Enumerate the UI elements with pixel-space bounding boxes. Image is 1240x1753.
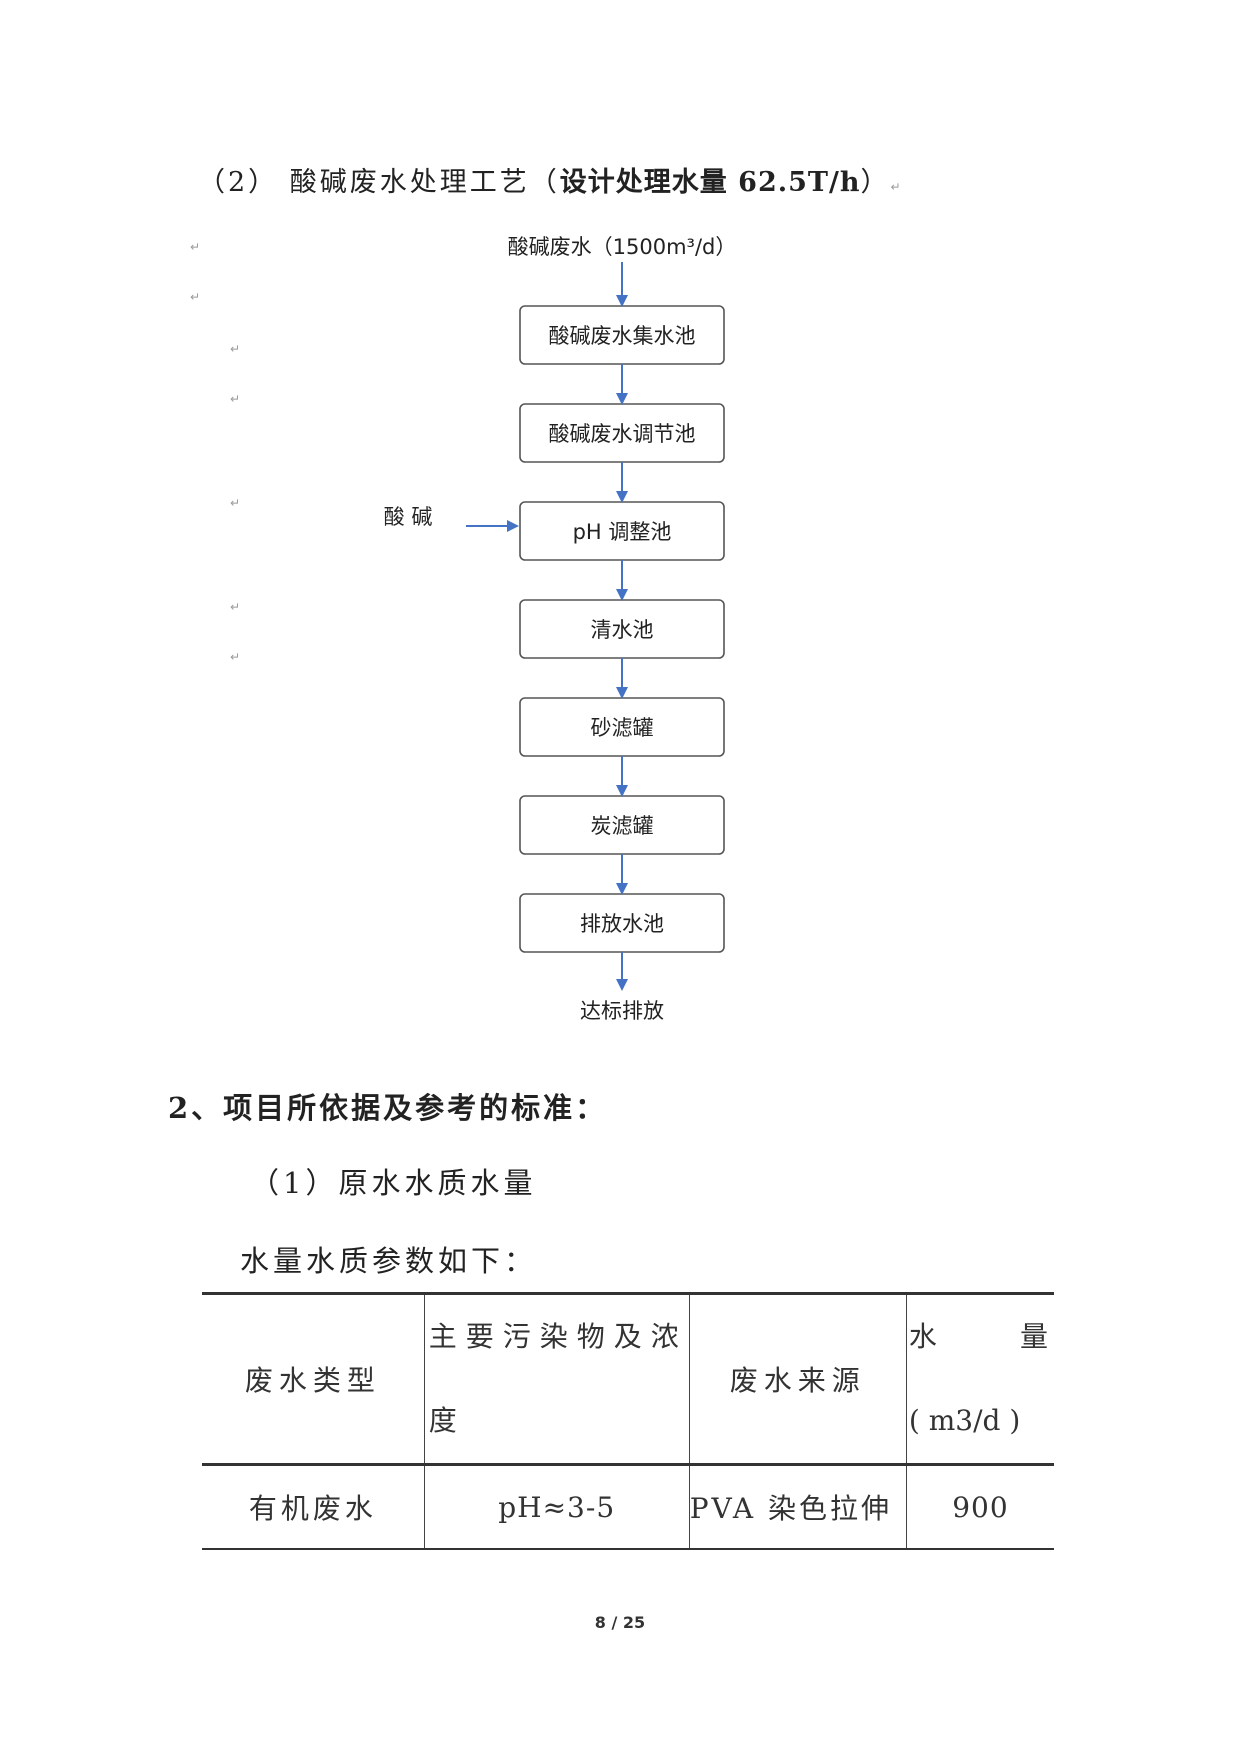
flow-step-label-4: 清水池 (591, 618, 654, 642)
flow-output-label: 达标排放 (580, 999, 664, 1023)
table-header-row: 废水类型 主要污染物及浓度 废水来源 水 量 ( m3/d ) (202, 1293, 1054, 1465)
heading-capacity: 设计处理水量 62.5T/h (559, 167, 861, 198)
subsection-title: （1）原水水质水量 (250, 1166, 537, 1200)
heading-suffix: ） (860, 167, 891, 198)
header-source: 废水来源 (688, 1293, 907, 1465)
flow-step-label-3: pH 调整池 (573, 520, 672, 544)
flow-step-label-2: 酸碱废水调节池 (549, 422, 696, 446)
heading-prefix: （2） 酸碱废水处理工艺（ (198, 167, 560, 198)
paragraph-mark-icon: ↵ (190, 240, 201, 254)
flow-step-label-7: 排放水池 (580, 912, 664, 936)
process-heading: （2） 酸碱废水处理工艺（设计处理水量 62.5T/h）↵ (198, 160, 904, 199)
header-pollutant: 主要污染物及浓度 (423, 1293, 690, 1465)
header-volume: 水 量 ( m3/d ) (905, 1293, 1054, 1465)
cell-source: PVA 染色拉伸 (688, 1464, 907, 1549)
paragraph-mark-icon: ↵ (230, 650, 241, 664)
cell-type: 有机废水 (202, 1464, 425, 1549)
cell-pollutant: pH≈3-5 (423, 1464, 690, 1549)
header-volume-unit: ( m3/d ) (908, 1404, 1021, 1437)
cell-volume: 900 (905, 1464, 1054, 1549)
flow-step-label-6: 炭滤罐 (591, 814, 654, 838)
water-quality-table: 废水类型 主要污染物及浓度 废水来源 水 量 ( m3/d ) 有机废水 pH≈3-… (202, 1292, 1054, 1550)
header-volume-char1: 水 (908, 1320, 937, 1353)
header-volume-char2: 量 (1019, 1320, 1048, 1353)
acid-alkali-input-label: 酸 碱 (384, 505, 433, 529)
flow-step-label-5: 砂滤罐 (591, 716, 654, 740)
page-number: 8 / 25 (594, 1613, 646, 1632)
table-intro-paragraph: 水量水质参数如下： (240, 1244, 538, 1278)
flow-input-label: 酸碱废水（1500m³/d） (508, 235, 737, 259)
paragraph-mark-icon: ↵ (190, 290, 201, 304)
header-pollutant-line2: 度 (428, 1404, 466, 1437)
flow-step-label-1: 酸碱废水集水池 (549, 324, 696, 348)
section-title: 2、项目所依据及参考的标准： (168, 1091, 608, 1125)
paragraph-mark-icon: ↵ (230, 600, 241, 614)
paragraph-mark-icon: ↵ (890, 180, 904, 194)
header-pollutant-line1: 主要污染物及浓 (428, 1320, 688, 1353)
paragraph-mark-icon: ↵ (230, 496, 241, 510)
table-row: 有机废水 pH≈3-5 PVA 染色拉伸 900 (202, 1464, 1054, 1549)
header-wastewater-type: 废水类型 (202, 1293, 425, 1465)
paragraph-mark-icon: ↵ (230, 342, 241, 356)
paragraph-mark-icon: ↵ (230, 392, 241, 406)
